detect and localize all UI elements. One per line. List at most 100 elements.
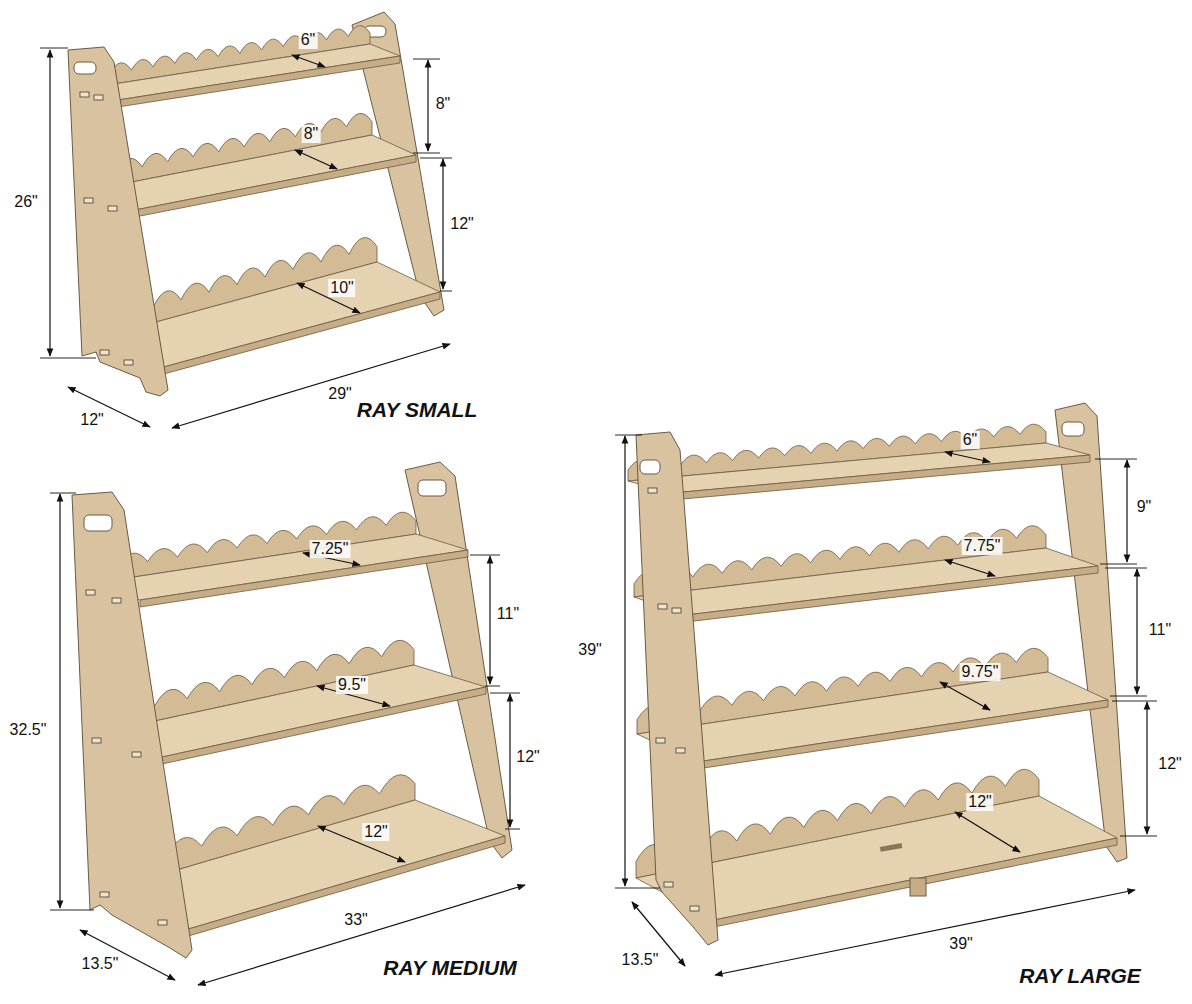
dimension-label: 12" [1156, 755, 1183, 773]
dimension-label: 26" [12, 193, 39, 211]
dimension-label: 32.5" [8, 721, 49, 739]
dimension-line [945, 452, 990, 462]
dimension-line [945, 560, 995, 576]
shelf-edge [160, 292, 440, 375]
dimension-line [489, 556, 490, 684]
shelf-edge [697, 700, 1108, 769]
dimension-label: 33" [342, 911, 369, 929]
extension-line [1120, 836, 1157, 837]
shelf-edge [714, 838, 1117, 927]
tab-slot [100, 892, 109, 897]
extension-line [615, 888, 660, 889]
dimension-label: 8" [302, 125, 321, 143]
tab-slot [112, 598, 121, 603]
shelf-board [88, 534, 468, 600]
tab-slot [92, 738, 101, 743]
dimension-line [80, 930, 175, 980]
tab-slot [132, 752, 141, 757]
dimension-line [295, 150, 337, 169]
extension-line [50, 910, 94, 911]
handle-cutout [418, 480, 446, 496]
shelf-edge [686, 566, 1098, 622]
dimension-line [198, 885, 525, 985]
dimension-label: 9.5" [336, 676, 368, 694]
dimension-label: 12" [78, 411, 105, 429]
extension-line [1112, 701, 1157, 702]
tab-slot [676, 748, 685, 753]
dimension-line [442, 159, 443, 289]
dimension-line [59, 494, 60, 908]
dimension-line [292, 55, 325, 67]
dimension-line [940, 682, 990, 710]
side-panel [72, 492, 192, 958]
dimension-label: 9.75" [960, 663, 1001, 681]
side-panel [636, 432, 718, 945]
shelf-board [88, 44, 400, 100]
tab-slot [664, 882, 673, 887]
handle-cutout [640, 460, 660, 474]
support-foot [910, 878, 926, 896]
extension-line [413, 153, 440, 154]
tab-slot [158, 920, 167, 925]
side-panel [405, 462, 512, 858]
tab-slot [672, 608, 681, 613]
dimension-label: 39" [576, 641, 603, 659]
dimension-label: 11" [495, 605, 521, 623]
dimension-label: 9" [1135, 498, 1154, 516]
dimension-label: 12" [362, 823, 389, 841]
dimension-label: 29" [326, 385, 353, 403]
tab-slot [690, 906, 699, 911]
handle-cutout [84, 515, 112, 531]
extension-line [470, 555, 500, 556]
extension-line [615, 435, 642, 436]
dimension-label: 8" [434, 95, 453, 113]
dimension-line [624, 436, 625, 886]
tab-slot [94, 95, 103, 100]
dimension-line [715, 890, 1135, 975]
tab-slot [124, 360, 133, 365]
tab-slot [100, 350, 109, 355]
extension-line [420, 158, 452, 159]
dimension-label: 6" [961, 431, 980, 449]
extension-line [40, 358, 96, 359]
tab-slot [658, 604, 667, 609]
extension-line [50, 493, 76, 494]
dimension-label: 13.5" [80, 955, 121, 973]
dimension-line [49, 50, 50, 356]
extension-line [1110, 696, 1147, 697]
dimension-label: 11" [1147, 621, 1173, 639]
extension-line [505, 829, 520, 830]
dimension-label: 10" [328, 279, 355, 297]
extension-line [490, 693, 520, 694]
extension-line [440, 291, 452, 292]
shelf-edge [185, 836, 505, 937]
handle-cutout [74, 62, 96, 74]
extension-line [1100, 564, 1137, 565]
dimension-label: 12" [966, 793, 993, 811]
shelf-rack [68, 12, 444, 396]
dimension-line [1146, 702, 1147, 834]
dimension-line [427, 60, 428, 151]
dimension-label: 12" [514, 748, 541, 766]
dimension-label: 7.25" [310, 540, 351, 558]
tab-slot [80, 92, 89, 97]
extension-line [1105, 568, 1147, 569]
shelf-rack [72, 462, 512, 958]
side-panel [1055, 403, 1127, 862]
tab-slot [84, 198, 93, 203]
model-name: RAY SMALL [357, 398, 478, 422]
dimension-line [955, 812, 1020, 852]
model-name: RAY LARGE [1019, 964, 1141, 988]
tab-slot [108, 206, 117, 211]
shelf-rack [628, 403, 1127, 945]
tab-slot [648, 488, 657, 493]
shelf-edge [118, 56, 400, 107]
dimension-label: 6" [299, 31, 318, 49]
shelf-edge [672, 455, 1090, 500]
slot [880, 843, 903, 852]
extension-line [413, 59, 440, 60]
dimension-label: 12" [448, 215, 475, 233]
extension-line [485, 686, 500, 687]
